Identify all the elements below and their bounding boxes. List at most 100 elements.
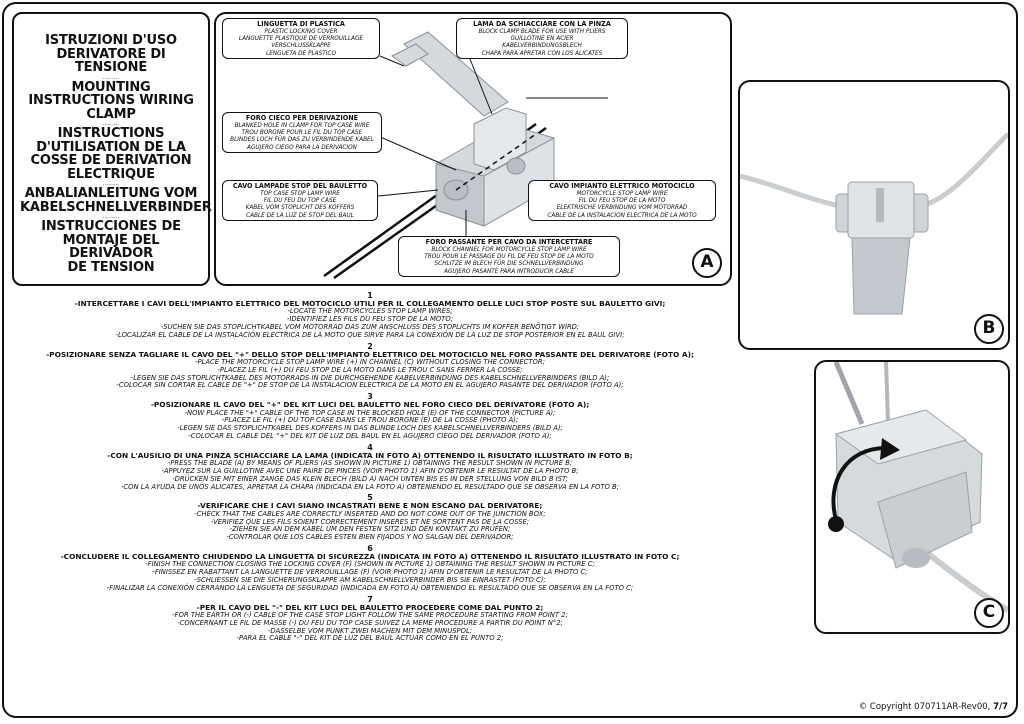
callout-line: VERSCHLUSSKLAPPE [271, 41, 331, 50]
photo-c-panel: C [814, 360, 1010, 634]
photo-a-badge: A [692, 248, 722, 278]
step-translation: -CONCERNANT LE FIL DE MASSE (-) DU FEU D… [177, 618, 563, 627]
step-translation: -DASSELBE VOM PUNKT ZWEI MACHEN MIT DEM … [267, 626, 473, 635]
callout-title: LAMA DA SCHIACCIARE CON LA PINZA [473, 19, 611, 28]
callout-line: AGUJERO PASANTE PARA INTRODUCIR CABLE [444, 266, 574, 275]
photo-a-panel: LINGUETTA DI PLASTICA PLASTIC LOCKING CO… [214, 12, 732, 286]
title-separator: ......... [102, 213, 120, 220]
step-number: 7 [367, 594, 373, 604]
title-line: ISTRUZIONI D'USO [45, 33, 177, 48]
page-number: 7/7 [993, 702, 1008, 712]
step-number: 4 [367, 442, 373, 452]
step-translation: -CHECK THAT THE CABLES ARE CORRECTLY INS… [194, 509, 546, 518]
step-translation: -LOCALIZAR EL CABLE DE LA INSTALACIÓN EL… [115, 330, 625, 339]
title-line: KABELSCHNELLVERBINDER [20, 199, 212, 215]
callout-linguetta: LINGUETTA DI PLASTICA PLASTIC LOCKING CO… [222, 18, 380, 59]
step-translation: -COLOCAR EL CABLE DEL "+" DEL KIT DE LUZ… [188, 431, 552, 440]
copyright-footer: © Copyright 070711AR-Rev00, 7/7 [859, 702, 1008, 712]
closed-clamp-photo-b [740, 132, 1008, 315]
title-line: INSTRUCTIONS WIRING [28, 93, 194, 108]
step-main-text: -CONCLUDERE IL COLLEGAMENTO CHIUDENDO LA… [60, 551, 680, 561]
photo-b-badge: B [974, 314, 1004, 344]
step-number: 1 [367, 291, 373, 300]
callout-line: AGUJERO CIEGO PARA LA DERIVACION [247, 142, 357, 151]
callout-cavo-impianto: CAVO IMPIANTO ELETTRICO MOTOCICLO MOTORC… [528, 180, 716, 221]
step-2: 2 -POSIZIONARE SENZA TAGLIARE IL CAVO DE… [10, 342, 730, 391]
callout-line: PLASTIC LOCKING COVER [264, 27, 338, 35]
callout-title: CAVO LAMPADE STOP DEL BAULETTO [232, 181, 368, 190]
title-line: INSTRUCTIONS [57, 126, 165, 141]
callout-line: KABELVERBINDUNGSBLECH [502, 41, 582, 50]
step-main-text: -INTERCETTARE I CAVI DELL'IMPIANTO ELETT… [74, 299, 666, 308]
step-3: 3 -POSIZIONARE IL CAVO DEL "+" DEL KIT L… [10, 393, 730, 441]
step-translation: -NOW PLACE THE "+" CABLE OF THE TOP CASE… [184, 408, 556, 417]
step-number: 6 [367, 543, 373, 553]
step-translation: -VERIFIEZ QUE LES FILS SOIENT CORRECTEME… [210, 517, 530, 526]
callout-line: CHAPA PARA APRETAR CON LOS ALICATES [481, 48, 603, 57]
title-line: COSSE DE DERIVATION [30, 153, 192, 168]
callout-line: KABEL VOM STOPLICHT DES KOFFERS [245, 203, 355, 212]
step-translation: -DRÜCKEN SIE MIT EINER ZANGE DAS KLEIN B… [172, 474, 568, 483]
title-separator: ......... [102, 73, 120, 81]
callout-line: LENGUETA DE PLASTICO [266, 48, 336, 57]
step-number: 3 [367, 392, 373, 402]
step-translation: -LOCATE THE MOTORCYCLES STOP LAMP WIRES; [287, 307, 453, 316]
photo-b-panel: B [738, 80, 1010, 350]
callout-title: LINGUETTA DI PLASTICA [257, 19, 345, 28]
step-translation: -ZIEHEN SIE AN DEM KABEL UM DEN FESTEN S… [229, 525, 511, 534]
step-main-text: -VERIFICARE CHE I CAVI SIANO INCASTRATI … [197, 501, 543, 511]
step-translation: -FINISSEZ EN RABATTANT LA LANGUETTE DE V… [152, 568, 588, 577]
title-line: MOUNTING [71, 79, 151, 95]
title-line: D'UTILISATION DE LA [36, 139, 186, 155]
title-line: ELECTRIQUE [67, 166, 155, 182]
step-main-text: -CON L'AUSILIO DI UNA PINZA SCHIACCIARE … [107, 450, 633, 460]
title-box: ISTRUZIONI D'USO DERIVATORE DI TENSIONE … [12, 12, 212, 286]
copyright-text: © Copyright 070711AR-Rev00, [858, 702, 991, 712]
step-translation: -SUCHEN SIE DAS STOPLICHTKABEL VOM MOTOR… [160, 323, 580, 331]
step-translation: -CON LA AYUDA DE UNOS ALICATES, APRETAR … [120, 482, 619, 491]
step-6: 6 -CONCLUDERE IL COLLEGAMENTO CHIUDENDO … [10, 543, 730, 593]
callout-line: TROU POUR LE PASSAGE DU FIL DE FEU STOP … [424, 252, 594, 261]
callout-line: TOP CASE STOP LAMP WIRE [260, 189, 340, 197]
locked-clamp-photo-c [828, 362, 1008, 613]
callout-line: FIL DU FEU STOP DE LA MOTO [578, 196, 666, 205]
callout-line: FIL DU FEU DU TOP CASE [263, 196, 337, 205]
step-translation: -FINALIZAR LA CONEXIÓN CERRANDO LA LENGU… [106, 583, 634, 592]
title-line: ANBALIANLEITUNG VOM [24, 186, 198, 201]
step-translation: -PRESS THE BLADE (A) BY MEANS OF PLIERS … [167, 459, 573, 468]
callout-foro-cieco: FORO CIECO PER DERIVAZIONE BLANKED HOLE … [222, 112, 382, 153]
callout-title: CAVO IMPIANTO ELETTRICO MOTOCICLO [549, 181, 695, 190]
step-1: 1 -INTERCETTARE I CAVI DELL'IMPIANTO ELE… [10, 292, 730, 340]
clamp-drawing-a [323, 31, 609, 280]
callout-line: BLOCK CLAMP BLADE FOR USE WITH PLIERS [478, 27, 606, 35]
instruction-steps: 1 -INTERCETTARE I CAVI DELL'IMPIANTO ELE… [10, 292, 730, 646]
step-translation: -COLOCAR SIN CORTAR EL CABLE DE "+" DE S… [116, 381, 624, 390]
title-line: DERIVATORE DI TENSIONE [56, 46, 166, 75]
step-translation: -IDENTIFIEZ LES FILS DU FEU STOP DE LA M… [286, 315, 454, 324]
callout-line: ELEKTRISCHE VERBINDUNG VOM MOTORRAD [556, 203, 688, 212]
step-translation: -CONTROLAR QUE LOS CABLES ESTEN BIEN FIJ… [226, 533, 514, 542]
callout-line: CABLE DE LA INSTALACION ELECTRICA DE LA … [547, 210, 697, 219]
step-4: 4 -CON L'AUSILIO DI UNA PINZA SCHIACCIAR… [10, 442, 730, 492]
title-line: MONTAJE DEL DERIVADOR [62, 232, 160, 261]
step-translation: -PARA EL CABLE "-" DEL KIT DE LUZ DEL BA… [236, 634, 504, 643]
step-translation: -FINISH THE CONNECTION CLOSING THE LOCKI… [145, 560, 595, 569]
title-line: CLAMP [86, 106, 136, 122]
step-translation: -LEGEN SIE DAS STOPLICHTKABEL DES MOTORR… [130, 373, 610, 382]
callout-title: FORO PASSANTE PER CAVO DA INTERCETTARE [425, 237, 593, 246]
callout-line: GUILLOTINE EN ACIER [510, 34, 574, 43]
step-translation: -LEGEN SIE DAS STOPLICHTKABEL DES KOFFER… [177, 424, 563, 433]
step-translation: -SCHLIESSEN SIE DIE SICHERUNGSKLAPPE AM … [194, 575, 546, 584]
step-main-text: -PER IL CAVO DEL "-" DEL KIT LUCI DEL BA… [196, 602, 544, 612]
photo-c-badge: C [974, 598, 1004, 628]
step-translation: -APPUYEZ SUR LA GUILLOTINE AVEC UNE PAIR… [161, 466, 579, 475]
callout-line: LANGUETTE PLASTIQUE DE VERROUILLAGE [238, 34, 364, 43]
title-separator: ......... [102, 120, 120, 127]
title-line: DE TENSION [67, 259, 155, 275]
title-separator: ......... [102, 180, 120, 187]
callout-line: SCHLITZE IM BLECH FÜR DIE SCHNELLVERBIND… [434, 259, 584, 268]
callout-line: MOTORCYCLE STOP LAMP WIRE [576, 189, 668, 197]
step-main-text: -POSIZIONARE IL CAVO DEL "+" DEL KIT LUC… [150, 400, 590, 410]
callout-line: BLOCK CHANNEL FOR MOTORCYCLE STOP LAMP W… [431, 245, 587, 253]
